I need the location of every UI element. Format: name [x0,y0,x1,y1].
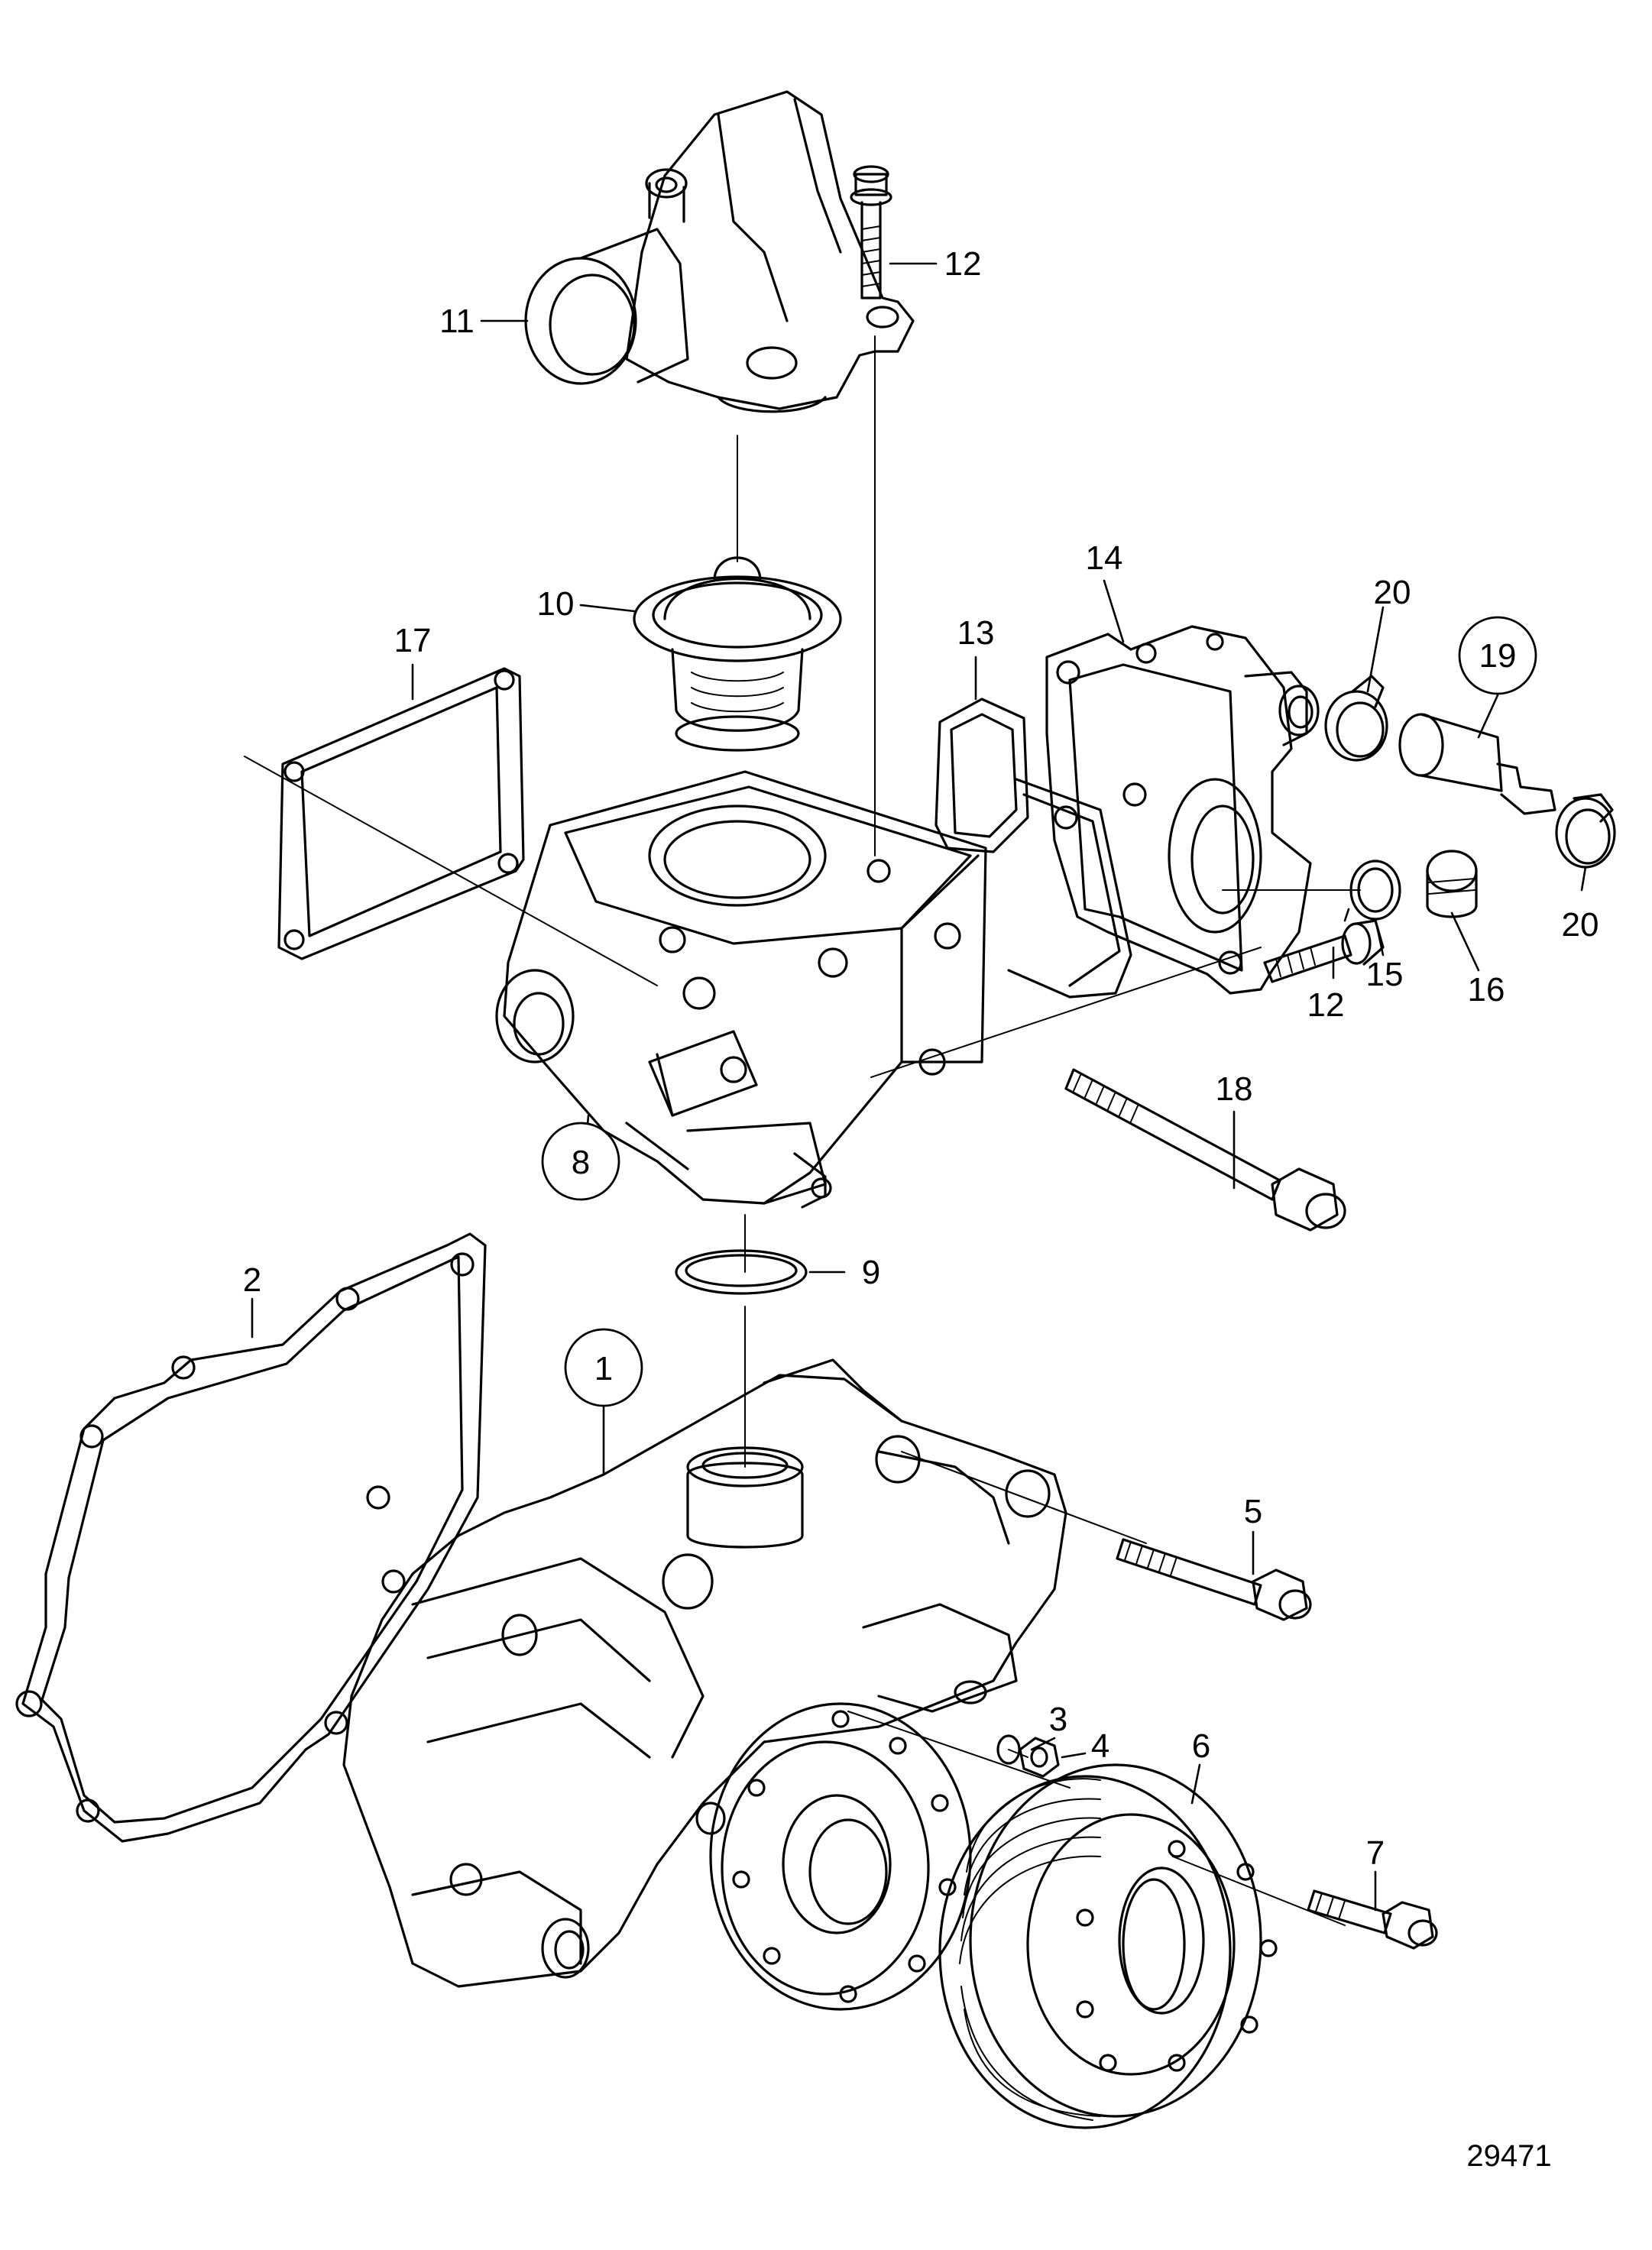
callout-5: 5 [1244,1493,1262,1530]
callout-1: 1 [594,1350,613,1387]
callout-labels: 11 12 10 17 13 14 20 19 15 16 20 12 18 8… [243,245,1599,1872]
outlet-housing [1045,625,1320,995]
gasket-thermostat-housing [277,667,525,960]
callout-6: 6 [1192,1727,1210,1765]
o-ring-plug [1349,860,1401,921]
callout-10: 10 [537,585,575,623]
thermostat [633,556,842,752]
callout-20-upper: 20 [1374,574,1411,611]
callout-13: 13 [957,614,995,652]
hose-clamp-upper [1324,675,1388,762]
nut [1019,1737,1060,1778]
assembly-lines [244,335,1361,1926]
callout-2: 2 [243,1261,261,1299]
pulley-bolt [1307,1889,1438,1950]
pump-bolt [1116,1538,1312,1621]
thermostat-cover [524,90,915,413]
callout-19: 19 [1479,637,1517,675]
bolt-upper [850,165,892,299]
hose-clamp-lower [1555,793,1616,869]
callout-16: 16 [1468,971,1505,1008]
callout-rings [541,616,1537,1407]
plug [1426,850,1478,918]
gasket-cover [935,698,1132,999]
leader-lines [251,262,1587,1912]
callout-12-lower: 12 [1307,986,1345,1024]
long-bolt [1064,1068,1346,1232]
thermostat-housing [495,770,987,1209]
callout-14: 14 [1086,539,1123,577]
callout-12-upper: 12 [944,245,982,283]
callout-7: 7 [1366,1834,1385,1872]
callout-9: 9 [862,1254,880,1291]
o-ring-housing [675,1249,808,1295]
gasket-pump [15,1232,487,1843]
callout-17: 17 [394,622,432,659]
pulley [938,1763,1278,2129]
pipe-nipple [1398,713,1556,815]
callout-20-lower: 20 [1562,906,1599,944]
figure-number: 29471 [1466,2139,1551,2173]
callout-4: 4 [1091,1727,1109,1765]
water-pump-housing [342,1358,1067,1988]
callout-11: 11 [439,303,475,340]
callout-15: 15 [1366,956,1404,993]
pump-hub-flange [709,1702,972,2011]
callout-3: 3 [1049,1701,1067,1738]
callout-8: 8 [572,1144,590,1181]
bolt-lower [1263,919,1385,983]
callout-18: 18 [1216,1070,1253,1108]
